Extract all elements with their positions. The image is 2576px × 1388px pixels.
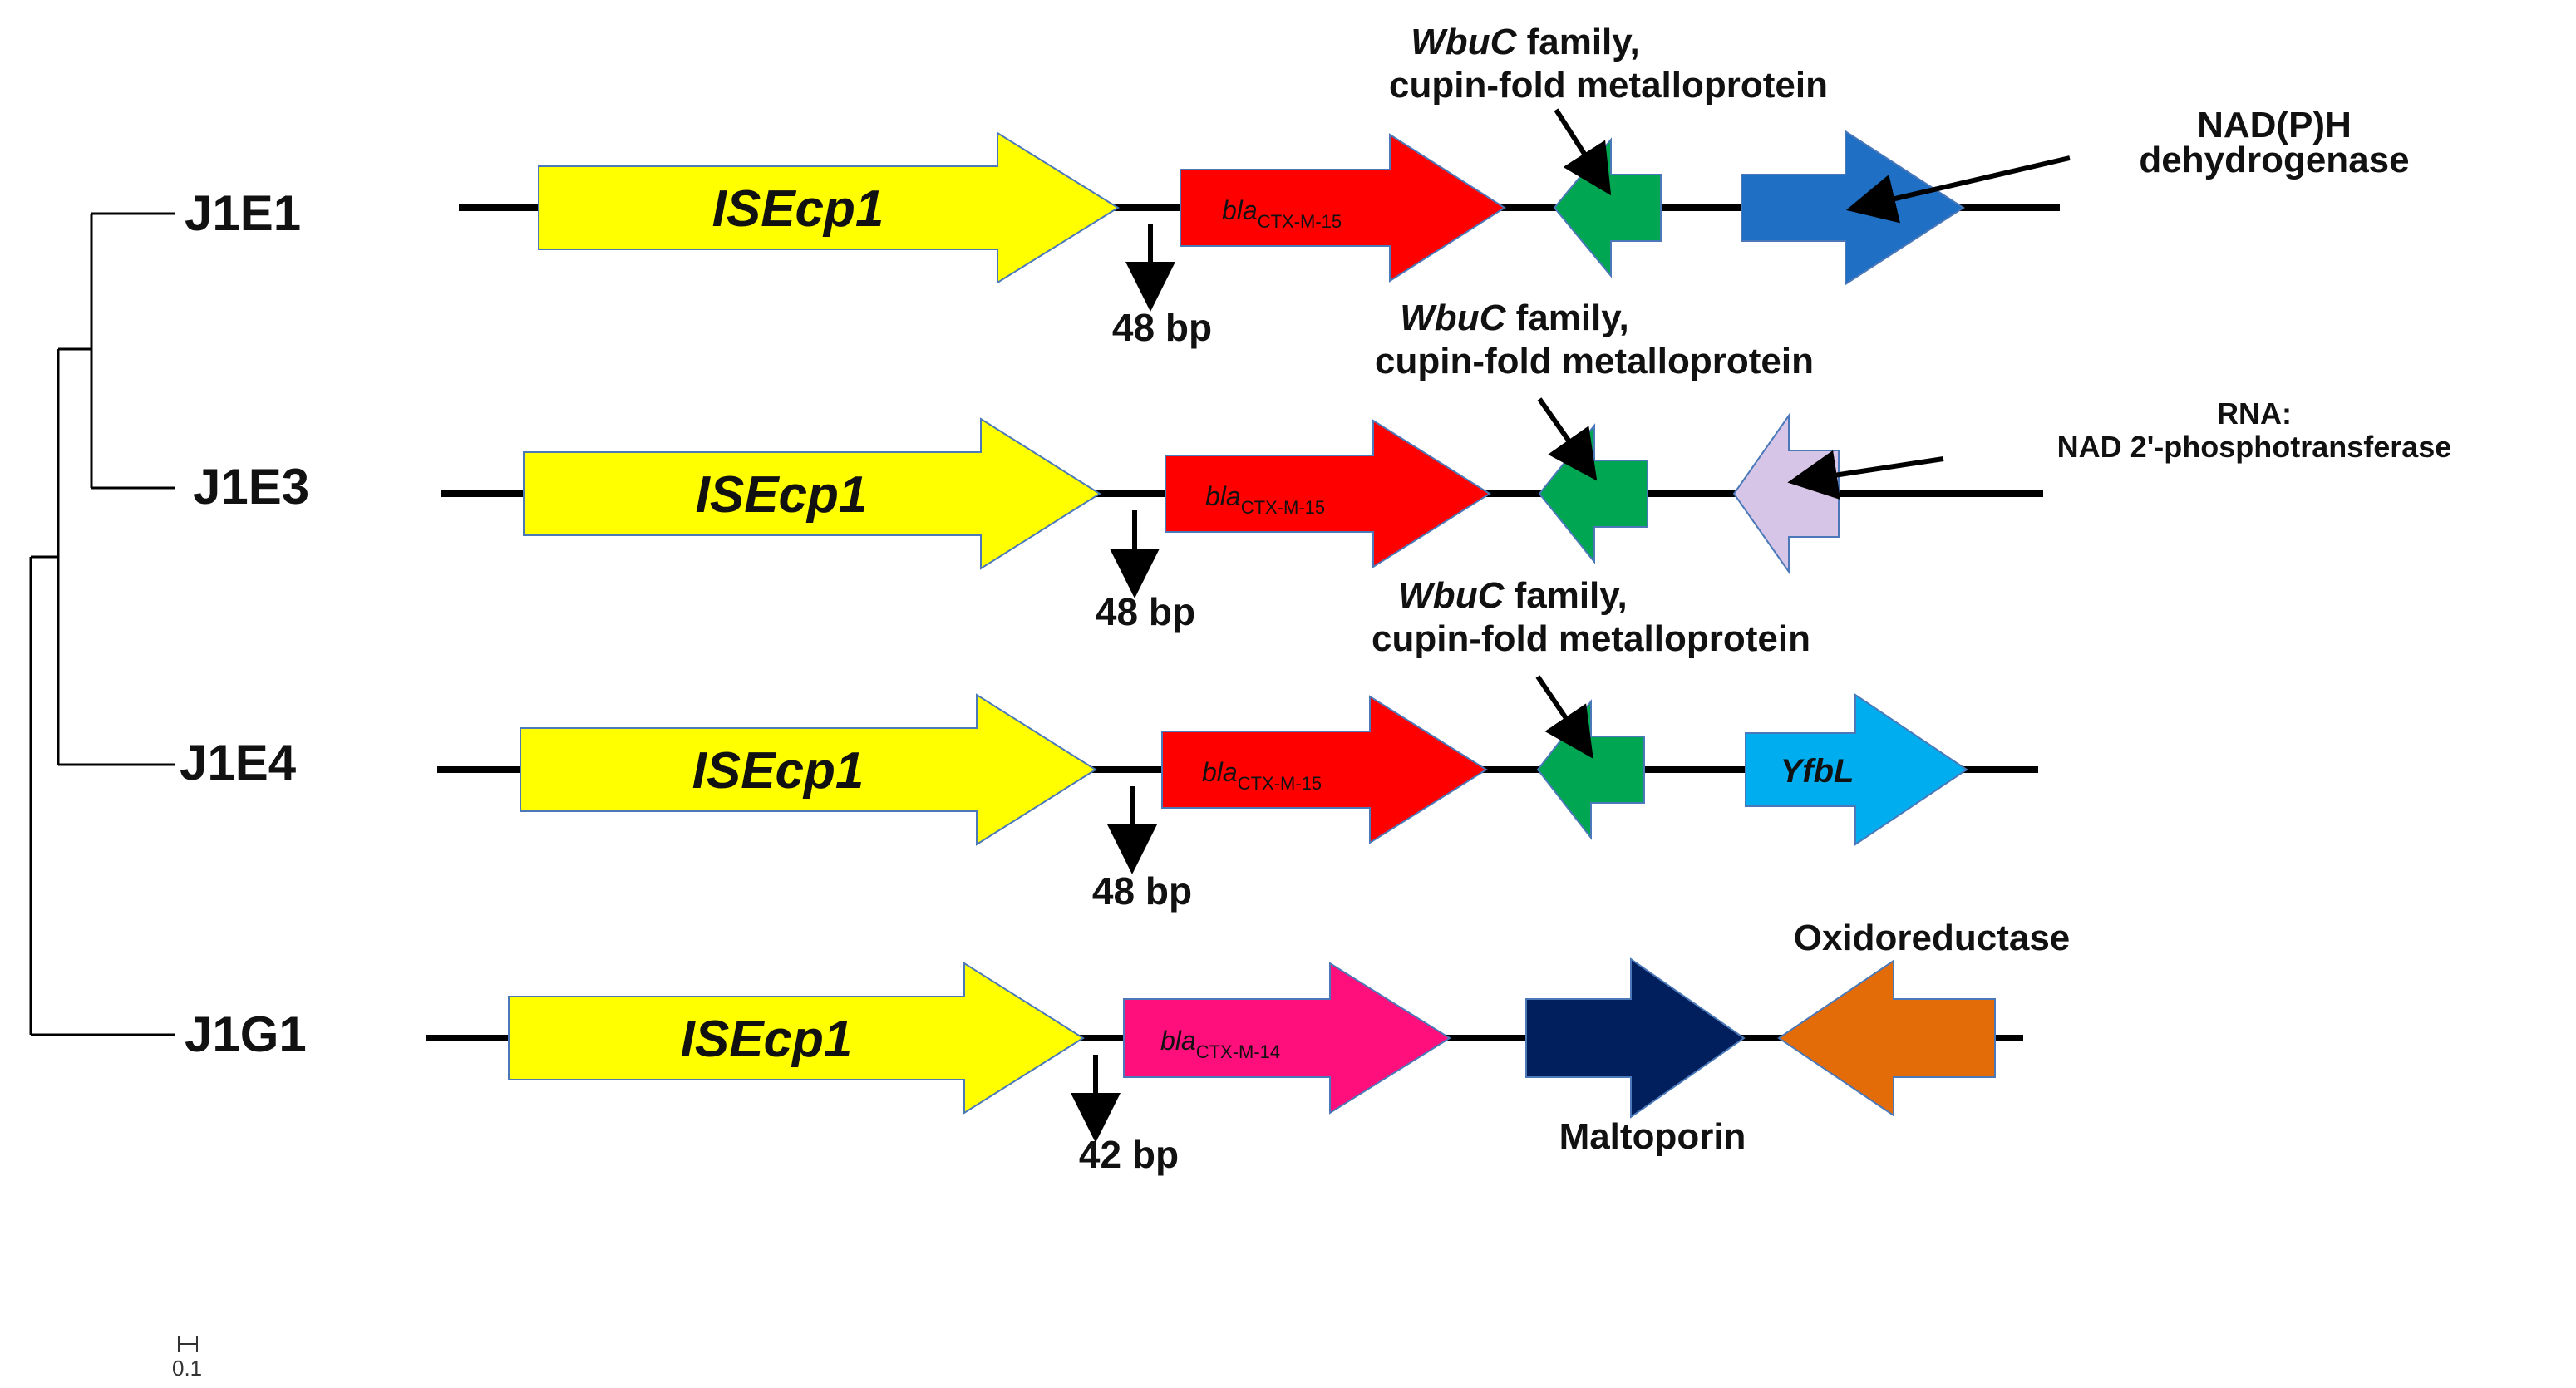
rna-nad-phosphotransferase-arrow — [1732, 412, 1840, 575]
nadph-label-line1: NAD(P)H — [2197, 105, 2352, 145]
isecp1-label: ISEcp1 — [712, 180, 884, 238]
bla-gene-name: bla — [1222, 195, 1258, 225]
oxidoreductase-arrow — [1777, 959, 1996, 1117]
oxidoreductase-label: Oxidoreductase — [1794, 918, 2071, 958]
rna-nad-pointer-arrow — [1787, 450, 1944, 500]
isecp1-arrow — [538, 131, 1120, 284]
wbuc-pointer-arrow — [1554, 108, 1612, 196]
gene-row-j1e3: ISEcp1 blaCTX-M-15 48 bp WbuC family, cu… — [441, 298, 2451, 633]
bla-label: blaCTX-M-14 — [1160, 1026, 1280, 1062]
bla-variant-subscript: CTX-M-15 — [1258, 211, 1342, 232]
isolate-label-j1e3: J1E3 — [193, 459, 309, 514]
isecp1-label: ISEcp1 — [681, 1011, 853, 1068]
isolate-label-j1e1: J1E1 — [185, 185, 301, 241]
bla-ctx-m-14-arrow — [1123, 962, 1451, 1115]
wbuc-arrow — [1553, 137, 1662, 278]
rna-nad-label-line1: RNA: — [2217, 396, 2292, 431]
scale-bar: 0.1 — [172, 1336, 202, 1381]
bla-label: blaCTX-M-15 — [1222, 195, 1342, 232]
wbuc-pointer-arrow — [1537, 397, 1598, 481]
spacer-label: 42 bp — [1079, 1133, 1179, 1176]
bla-label: blaCTX-M-15 — [1202, 757, 1322, 794]
maltoporin-arrow — [1525, 957, 1746, 1119]
wbuc-annotation: WbuC family, — [1398, 575, 1627, 616]
wbuc-arrow — [1536, 699, 1645, 840]
spacer-label: 48 bp — [1092, 869, 1192, 913]
wbuc-gene-name: WbuC — [1398, 575, 1505, 616]
bla-variant-subscript: CTX-M-14 — [1196, 1041, 1280, 1062]
wbuc-product-label: cupin-fold metalloprotein — [1372, 618, 1810, 659]
gene-row-j1e1: ISEcp1 blaCTX-M-15 48 bp WbuC family, cu… — [459, 22, 2410, 349]
isecp1-label: ISEcp1 — [692, 742, 864, 800]
rna-nad-label-line2: NAD 2'-phosphotransferase — [2057, 430, 2452, 464]
nadph-label-line2: dehydrogenase — [2139, 140, 2409, 180]
bla-variant-subscript: CTX-M-15 — [1238, 773, 1322, 794]
nadph-pointer-arrow — [1845, 155, 2071, 224]
isecp1-arrow — [508, 962, 1085, 1115]
gene-row-j1g1: ISEcp1 blaCTX-M-14 42 bp Maltoporin Oxid… — [426, 918, 2070, 1176]
wbuc-family-text: family, — [1504, 575, 1627, 616]
spacer-label: 48 bp — [1112, 306, 1212, 349]
phylogenetic-tree — [29, 212, 175, 1036]
bla-ctx-m-15-arrow — [1180, 133, 1506, 283]
wbuc-product-label: cupin-fold metalloprotein — [1375, 341, 1814, 381]
isolate-label-j1g1: J1G1 — [185, 1007, 307, 1062]
gene-row-j1e4: ISEcp1 blaCTX-M-15 YfbL 48 bp WbuC famil… — [437, 575, 2038, 913]
nadph-dehydrogenase-arrow — [1741, 130, 1965, 286]
isolate-label-j1e4: J1E4 — [180, 735, 297, 790]
wbuc-family-text: family, — [1516, 22, 1639, 62]
bla-ctx-m-15-arrow — [1165, 419, 1491, 568]
scale-bar-label: 0.1 — [172, 1356, 202, 1381]
wbuc-gene-name: WbuC — [1411, 22, 1517, 62]
isecp1-label: ISEcp1 — [696, 466, 868, 524]
isecp1-arrow — [523, 417, 1101, 570]
isecp1-arrow — [520, 693, 1097, 846]
bla-ctx-m-15-arrow — [1161, 695, 1488, 844]
wbuc-annotation: WbuC family, — [1400, 298, 1628, 338]
maltoporin-label: Maltoporin — [1559, 1116, 1746, 1157]
spacer-label: 48 bp — [1096, 590, 1195, 633]
bla-gene-name: bla — [1202, 757, 1238, 787]
bla-gene-name: bla — [1160, 1026, 1196, 1056]
bla-label: blaCTX-M-15 — [1205, 481, 1325, 518]
yfbl-label: YfbL — [1781, 753, 1854, 790]
yfbl-arrow — [1745, 693, 1968, 846]
wbuc-product-label: cupin-fold metalloprotein — [1389, 65, 1828, 106]
bla-gene-name: bla — [1205, 481, 1241, 511]
bla-variant-subscript: CTX-M-15 — [1241, 497, 1325, 518]
wbuc-gene-name: WbuC — [1400, 298, 1506, 338]
wbuc-arrow — [1538, 423, 1648, 564]
wbuc-family-text: family, — [1505, 298, 1628, 338]
wbuc-pointer-arrow — [1535, 675, 1593, 759]
wbuc-annotation: WbuC family, — [1411, 22, 1639, 62]
